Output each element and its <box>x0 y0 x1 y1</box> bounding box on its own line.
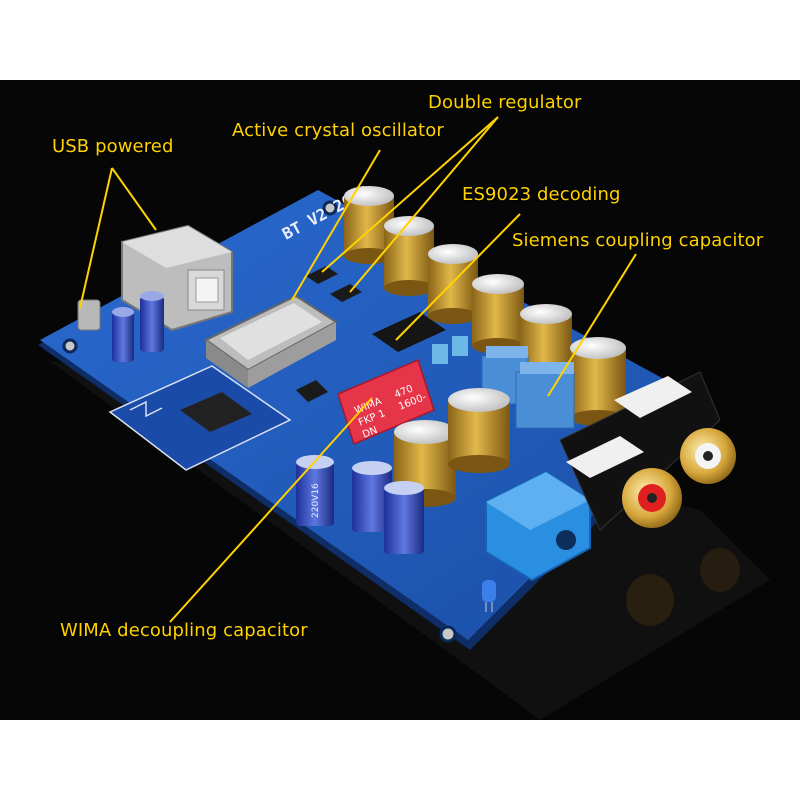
small-capacitor <box>432 344 448 364</box>
svg-text:220V16: 220V16 <box>311 483 321 518</box>
bluetooth-module <box>108 365 292 471</box>
wima-capacitor: WIMA FKP 1 DN 470 1600- <box>337 358 435 446</box>
siemens-capacitor <box>515 362 575 429</box>
mounting-hole <box>322 200 338 216</box>
crystal-oscillator <box>204 294 338 388</box>
rca-jack-white <box>680 428 736 484</box>
blue-capacitor: 220V16 <box>296 455 334 526</box>
mounting-hole <box>439 625 457 643</box>
label-es9023: ES9023 decoding <box>462 184 621 205</box>
rca-jack-red <box>622 468 682 528</box>
regulator-chip <box>296 380 328 402</box>
label-crystal-oscillator: Active crystal oscillator <box>232 120 444 141</box>
led <box>482 580 496 612</box>
reflection <box>626 574 674 626</box>
blue-capacitor <box>140 291 164 352</box>
gold-capacitor <box>472 274 524 354</box>
blue-capacitor <box>352 461 392 532</box>
blue-capacitor <box>112 307 134 362</box>
label-usb-powered: USB powered <box>52 136 174 157</box>
label-siemens: Siemens coupling capacitor <box>512 230 764 251</box>
label-double-regulator: Double regulator <box>428 92 582 113</box>
rca-socket-block <box>559 371 721 531</box>
mounting-hole <box>62 338 78 354</box>
svg-text:DN: DN <box>361 425 379 441</box>
dac-chip <box>372 312 446 352</box>
callout-lines <box>79 116 637 623</box>
label-wima-decoupling: WIMA decoupling capacitor <box>60 620 308 641</box>
reflection <box>700 548 740 592</box>
micro-usb-port <box>77 299 101 331</box>
gold-capacitor <box>448 388 510 473</box>
regulator-chip <box>306 266 338 284</box>
blue-capacitor <box>384 481 424 554</box>
gold-capacitor <box>384 216 434 296</box>
headphone-jack <box>485 470 591 582</box>
small-capacitor <box>452 336 468 356</box>
gold-capacitor <box>428 244 478 324</box>
